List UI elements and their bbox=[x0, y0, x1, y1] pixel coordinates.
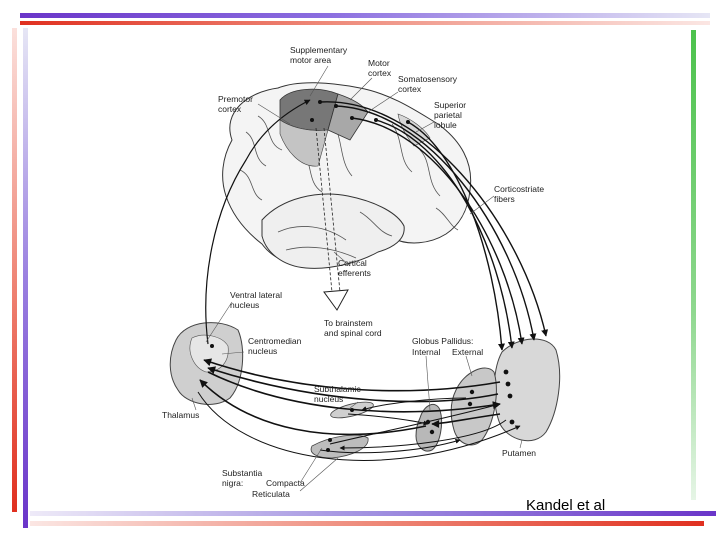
label-ventral-lateral-nucleus-2: nucleus bbox=[230, 300, 259, 310]
brainstem-arrowhead bbox=[324, 290, 348, 310]
label-thalamus: Thalamus bbox=[162, 410, 199, 420]
label-ventral-lateral-nucleus-1: Ventral lateral bbox=[230, 290, 282, 300]
label-internal: Internal bbox=[412, 347, 440, 357]
label-subthalamic-nucleus-1: Subthalamic bbox=[314, 384, 362, 394]
label-premotor-cortex-2: cortex bbox=[218, 104, 242, 114]
label-supplementary-motor-area-1: Supplementary bbox=[290, 45, 348, 55]
label-corticostriate-fibers-1: Corticostriate bbox=[494, 184, 544, 194]
putamen-shape bbox=[494, 339, 559, 441]
label-centromedian-nucleus-1: Centromedian bbox=[248, 336, 302, 346]
label-to-brainstem-1: To brainstem bbox=[324, 318, 373, 328]
label-subthalamic-nucleus-2: nucleus bbox=[314, 394, 343, 404]
label-superior-parietal-lobule-2: parietal bbox=[434, 110, 462, 120]
label-globus-pallidus: Globus Pallidus: bbox=[412, 336, 473, 346]
label-centromedian-nucleus-2: nucleus bbox=[248, 346, 277, 356]
label-motor-cortex-2: cortex bbox=[368, 68, 392, 78]
label-motor-cortex-1: Motor bbox=[368, 58, 390, 68]
label-somatosensory-cortex-1: Somatosensory bbox=[398, 74, 458, 84]
label-premotor-cortex-1: Premotor bbox=[218, 94, 253, 104]
label-superior-parietal-lobule-3: lobule bbox=[434, 120, 457, 130]
credit-caption: Kandel et al bbox=[526, 497, 605, 514]
substantia-nigra-shape bbox=[311, 435, 368, 458]
label-corticostriate-fibers-2: fibers bbox=[494, 194, 515, 204]
label-substantia-nigra-2: nigra: bbox=[222, 478, 243, 488]
label-compacta: Compacta bbox=[266, 478, 305, 488]
label-supplementary-motor-area-2: motor area bbox=[290, 55, 331, 65]
label-somatosensory-cortex-2: cortex bbox=[398, 84, 422, 94]
label-putamen: Putamen bbox=[502, 448, 536, 458]
label-substantia-nigra-1: Substantia bbox=[222, 468, 262, 478]
label-external: External bbox=[452, 347, 483, 357]
label-cortical-efferents-1: Cortical bbox=[338, 258, 367, 268]
label-reticulata: Reticulata bbox=[252, 489, 290, 499]
label-cortical-efferents-2: efferents bbox=[338, 268, 371, 278]
label-superior-parietal-lobule-1: Superior bbox=[434, 100, 466, 110]
label-to-brainstem-2: and spinal cord bbox=[324, 328, 382, 338]
